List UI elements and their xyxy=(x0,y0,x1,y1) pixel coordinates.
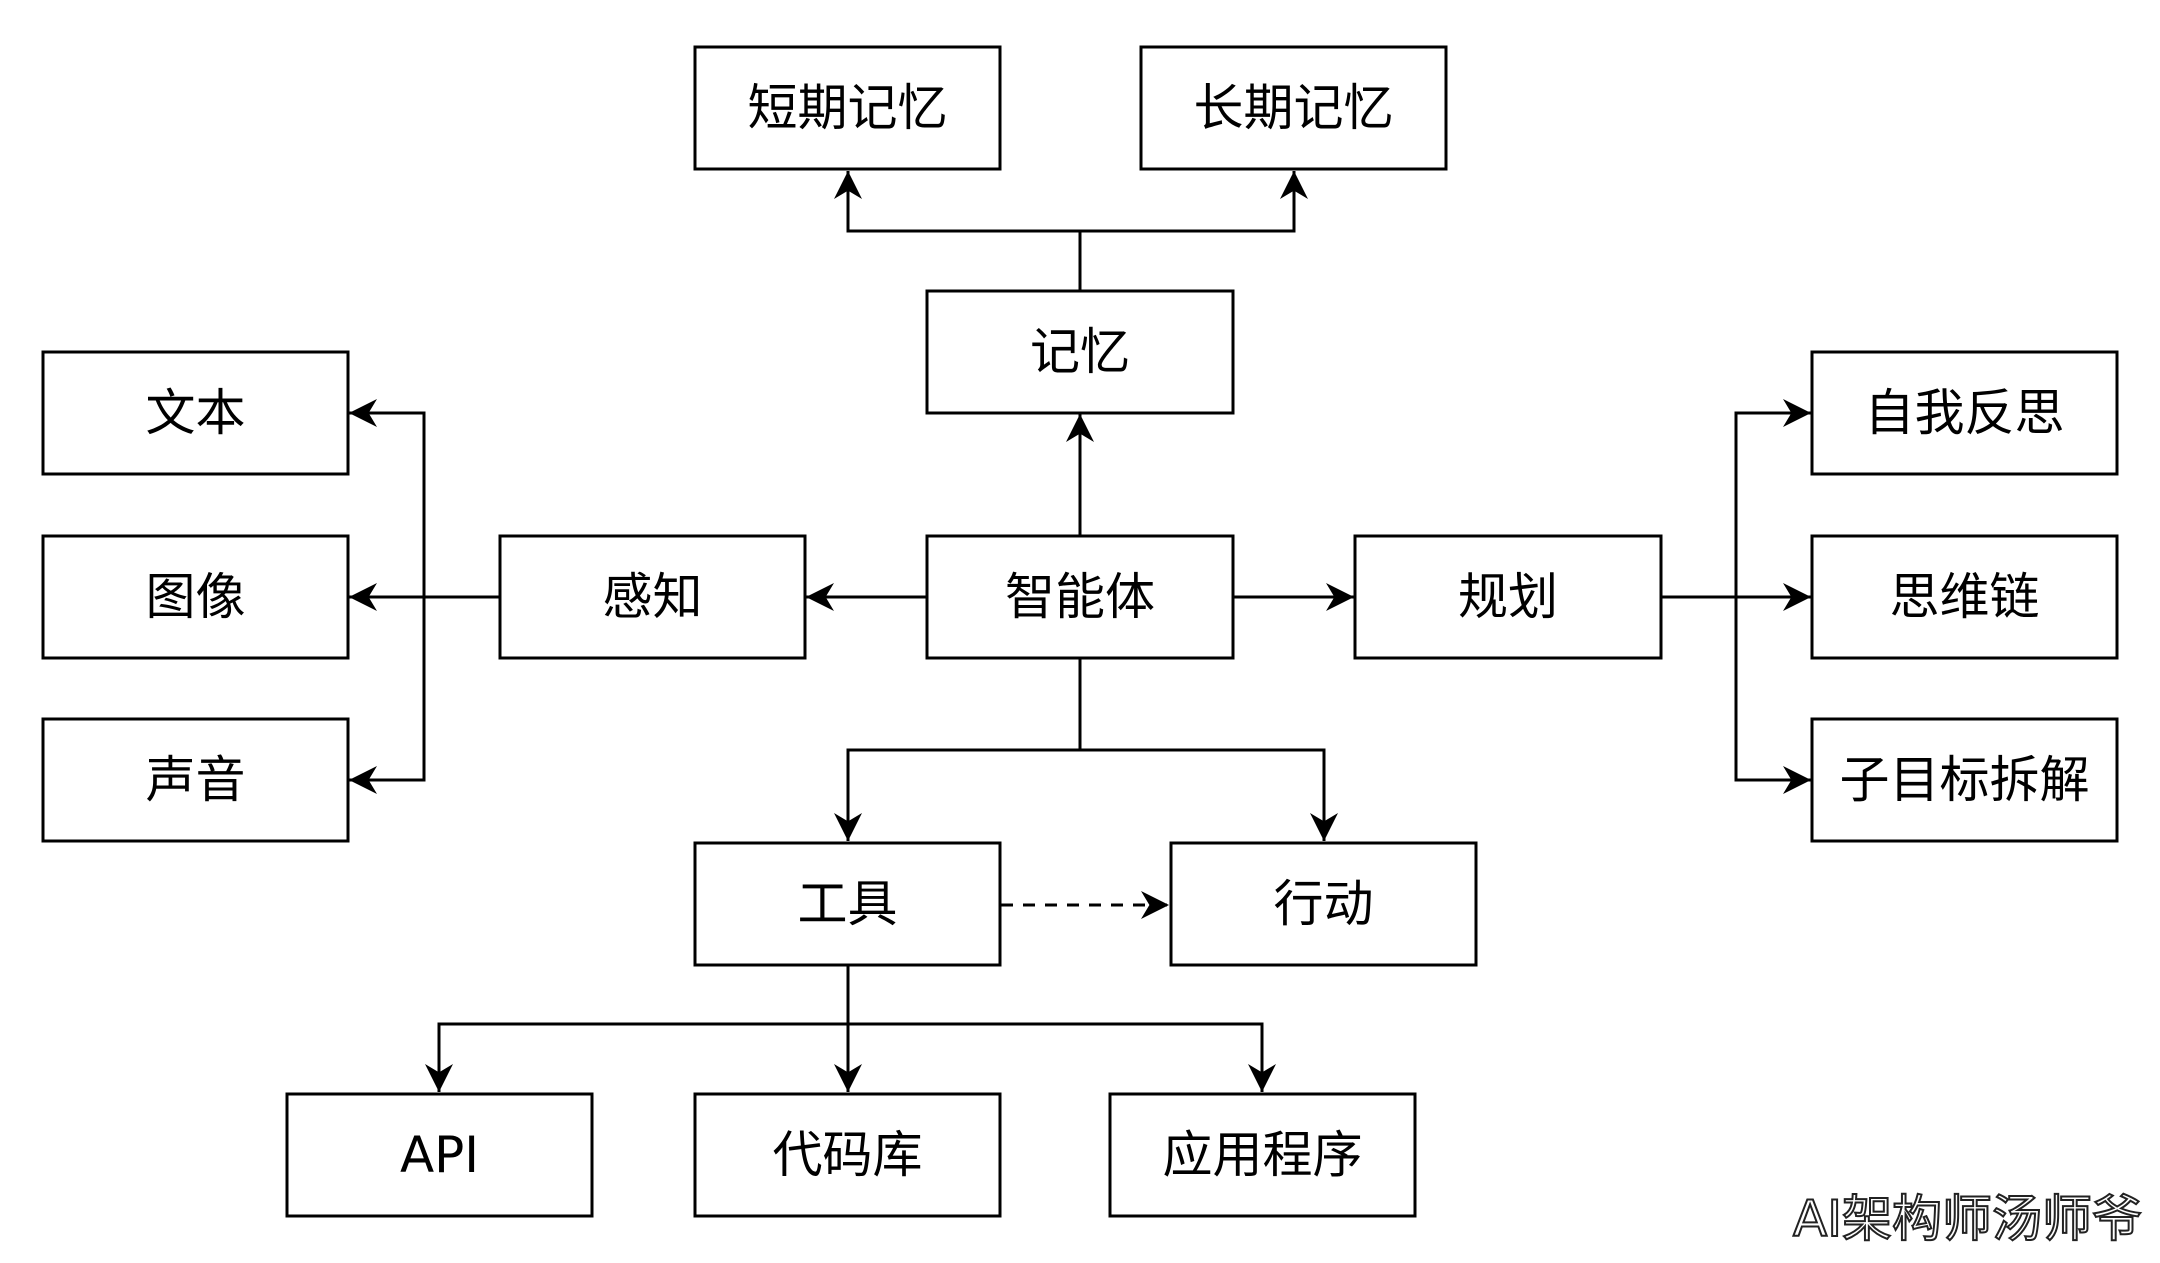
edge-branch-to-tools xyxy=(834,748,1080,841)
node-agent: 智能体 xyxy=(925,534,1235,660)
node-label-chain-of-thought: 思维链 xyxy=(1890,568,2040,626)
nodes: 短期记忆 长期记忆 记忆 文本 自我反思 图像 感知 智能体 xyxy=(41,45,2119,1218)
node-label-codebase: 代码库 xyxy=(773,1126,923,1184)
node-label-image: 图像 xyxy=(146,568,246,626)
node-long-term-memory: 长期记忆 xyxy=(1139,45,1448,171)
node-label-memory: 记忆 xyxy=(1030,323,1130,381)
edge-branch-to-subgoal-decomposition xyxy=(1734,597,1811,794)
node-api: API xyxy=(285,1092,594,1218)
node-label-agent: 智能体 xyxy=(1005,568,1155,626)
node-perception: 感知 xyxy=(498,534,807,660)
node-planning: 规划 xyxy=(1353,534,1663,660)
node-self-reflection: 自我反思 xyxy=(1810,350,2119,476)
node-chain-of-thought: 思维链 xyxy=(1810,534,2119,660)
node-label-short-term-memory: 短期记忆 xyxy=(748,79,948,137)
node-subgoal-decomposition: 子目标拆解 xyxy=(1810,717,2119,843)
node-label-tools: 工具 xyxy=(798,875,898,933)
node-memory: 记忆 xyxy=(925,289,1235,415)
node-label-text: 文本 xyxy=(146,384,246,442)
edges xyxy=(349,171,1811,1092)
node-codebase: 代码库 xyxy=(693,1092,1002,1218)
node-label-subgoal-decomposition: 子目标拆解 xyxy=(1840,751,2090,809)
edge-branch-to-self-reflection xyxy=(1734,399,1811,597)
node-image: 图像 xyxy=(41,534,350,660)
edge-branch-to-api xyxy=(425,1022,848,1092)
node-sound: 声音 xyxy=(41,717,350,843)
node-label-api: API xyxy=(400,1126,479,1184)
node-label-action: 行动 xyxy=(1274,875,1374,933)
node-label-long-term-memory: 长期记忆 xyxy=(1194,79,1394,137)
node-tools: 工具 xyxy=(693,841,1002,967)
edge-branch-to-text xyxy=(349,399,426,597)
node-text: 文本 xyxy=(41,350,350,476)
node-label-sound: 声音 xyxy=(146,751,246,809)
edge-branch-to-action xyxy=(1080,748,1338,841)
node-application: 应用程序 xyxy=(1108,1092,1417,1218)
node-short-term-memory: 短期记忆 xyxy=(693,45,1002,171)
edge-branch-to-application xyxy=(848,1022,1276,1092)
watermark-text: AI架构师汤师爷 xyxy=(1792,1189,2143,1249)
node-action: 行动 xyxy=(1169,841,1478,967)
node-label-planning: 规划 xyxy=(1458,568,1558,626)
edge-branch-to-short-term-memory xyxy=(834,171,1080,233)
node-label-application: 应用程序 xyxy=(1163,1126,1363,1184)
edge-branch-to-sound xyxy=(349,597,426,794)
node-label-perception: 感知 xyxy=(603,568,703,626)
edge-branch-to-long-term-memory xyxy=(1080,171,1308,233)
node-label-self-reflection: 自我反思 xyxy=(1865,384,2065,442)
